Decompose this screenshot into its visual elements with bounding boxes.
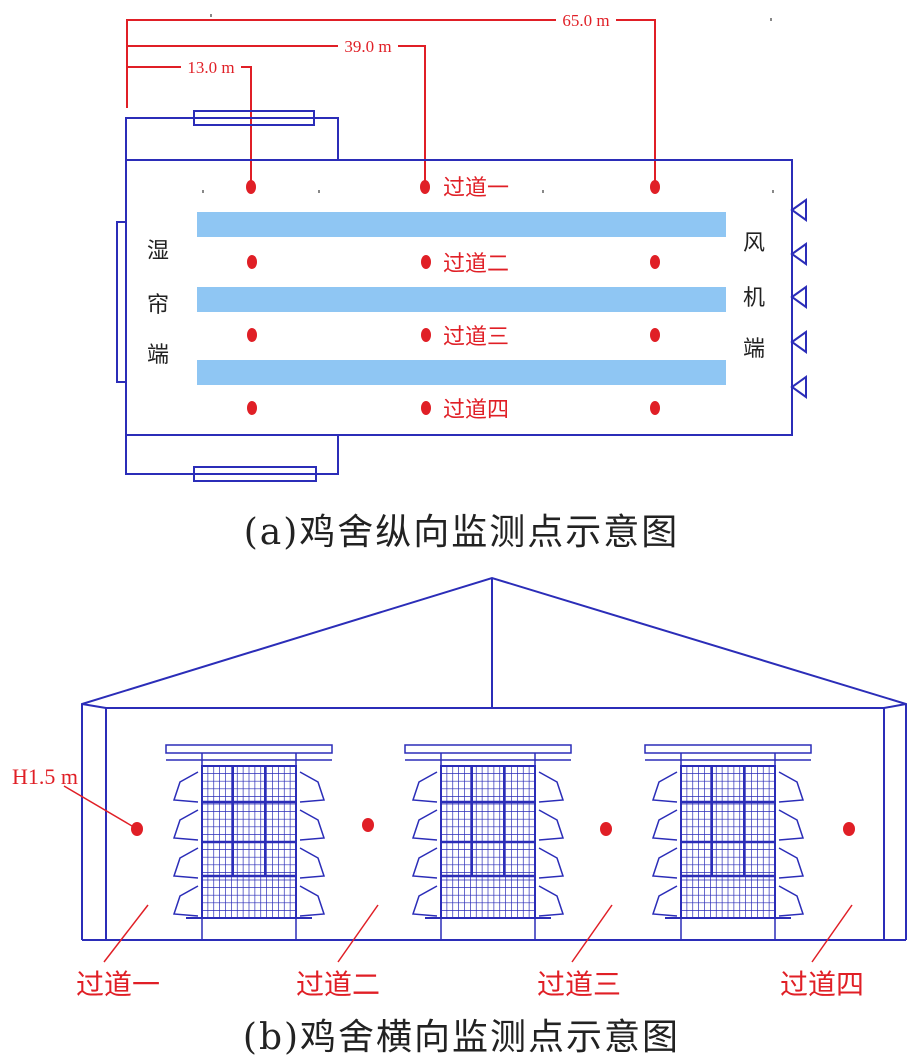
height-annotation: H1.5 m: [12, 764, 133, 827]
fan-icon: [790, 330, 807, 354]
monitoring-point: [131, 822, 143, 836]
caption-a: (a)鸡舍纵向监测点示意图: [243, 512, 680, 553]
dimension-label-13: 13.0 m: [187, 58, 234, 77]
monitoring-point: [600, 822, 612, 836]
fan-icon: [790, 198, 807, 222]
monitoring-point: [650, 328, 660, 342]
cage-cluster: [644, 744, 812, 940]
aisle-label-3: 过道三: [443, 325, 509, 350]
dimension-label-65: 65.0 m: [562, 11, 609, 30]
fan-end-label: 风: [743, 231, 765, 256]
monitoring-point: [421, 328, 431, 342]
monitoring-point: [420, 180, 430, 194]
caption-b: (b)鸡舍横向监测点示意图: [242, 1017, 681, 1058]
cooling-pad-end-label: 湿: [147, 239, 169, 264]
section-aisle-labels: 过道一 过道二 过道三 过道四: [76, 968, 864, 1001]
fan-icons: [790, 198, 807, 399]
aisle-label-4: 过道四: [780, 968, 864, 1001]
cooling-pad-end-label: 帘: [147, 293, 169, 318]
aisle-label-1: 过道一: [76, 968, 160, 1001]
aisle-label-1: 过道一: [443, 176, 509, 201]
fan-icon: [790, 285, 807, 309]
cage-row: [197, 212, 726, 237]
monitoring-point: [650, 401, 660, 415]
monitoring-point: [362, 818, 374, 832]
monitoring-point: [650, 180, 660, 194]
height-label: H1.5 m: [12, 764, 78, 789]
monitoring-point: [421, 255, 431, 269]
aisle-label-2: 过道二: [443, 252, 509, 277]
dimension-lines: [126, 19, 656, 185]
cage-cluster: [165, 744, 333, 940]
monitoring-point: [247, 401, 257, 415]
cage-row: [197, 360, 726, 385]
aisle-label-3: 过道三: [537, 968, 621, 1001]
monitoring-point: [421, 401, 431, 415]
minor-marks: [202, 14, 774, 193]
cage-cluster: [404, 744, 572, 940]
monitoring-point: [650, 255, 660, 269]
end-labels: 湿 帘 端 风 机 端: [147, 231, 765, 368]
leader-lines: [103, 904, 853, 963]
monitoring-points: [246, 180, 660, 415]
cage-row: [197, 287, 726, 312]
aisle-label-2: 过道二: [296, 968, 380, 1001]
dimension-labels: 65.0 m 39.0 m 13.0 m: [181, 10, 616, 77]
fan-icon: [790, 242, 807, 266]
plan-aisle-labels: 过道一 过道二 过道三 过道四: [443, 176, 509, 423]
monitoring-point: [247, 255, 257, 269]
monitoring-point: [246, 180, 256, 194]
cage-clusters: [165, 744, 812, 940]
monitoring-point: [843, 822, 855, 836]
cage-rows: [197, 212, 726, 385]
plan-view: 65.0 m 39.0 m 13.0 m: [116, 10, 807, 482]
dimension-label-39: 39.0 m: [344, 37, 391, 56]
section-view: H1.5 m 过道一 过道二 过道三 过道四: [12, 576, 907, 1001]
section-outline: [81, 576, 907, 941]
fan-end-label: 端: [743, 337, 765, 362]
fan-icon: [790, 375, 807, 399]
aisle-label-4: 过道四: [443, 398, 509, 423]
cooling-pad-end-label: 端: [147, 343, 169, 368]
fan-end-label: 机: [743, 286, 765, 311]
monitoring-point: [247, 328, 257, 342]
section-monitoring-points: [131, 818, 855, 836]
